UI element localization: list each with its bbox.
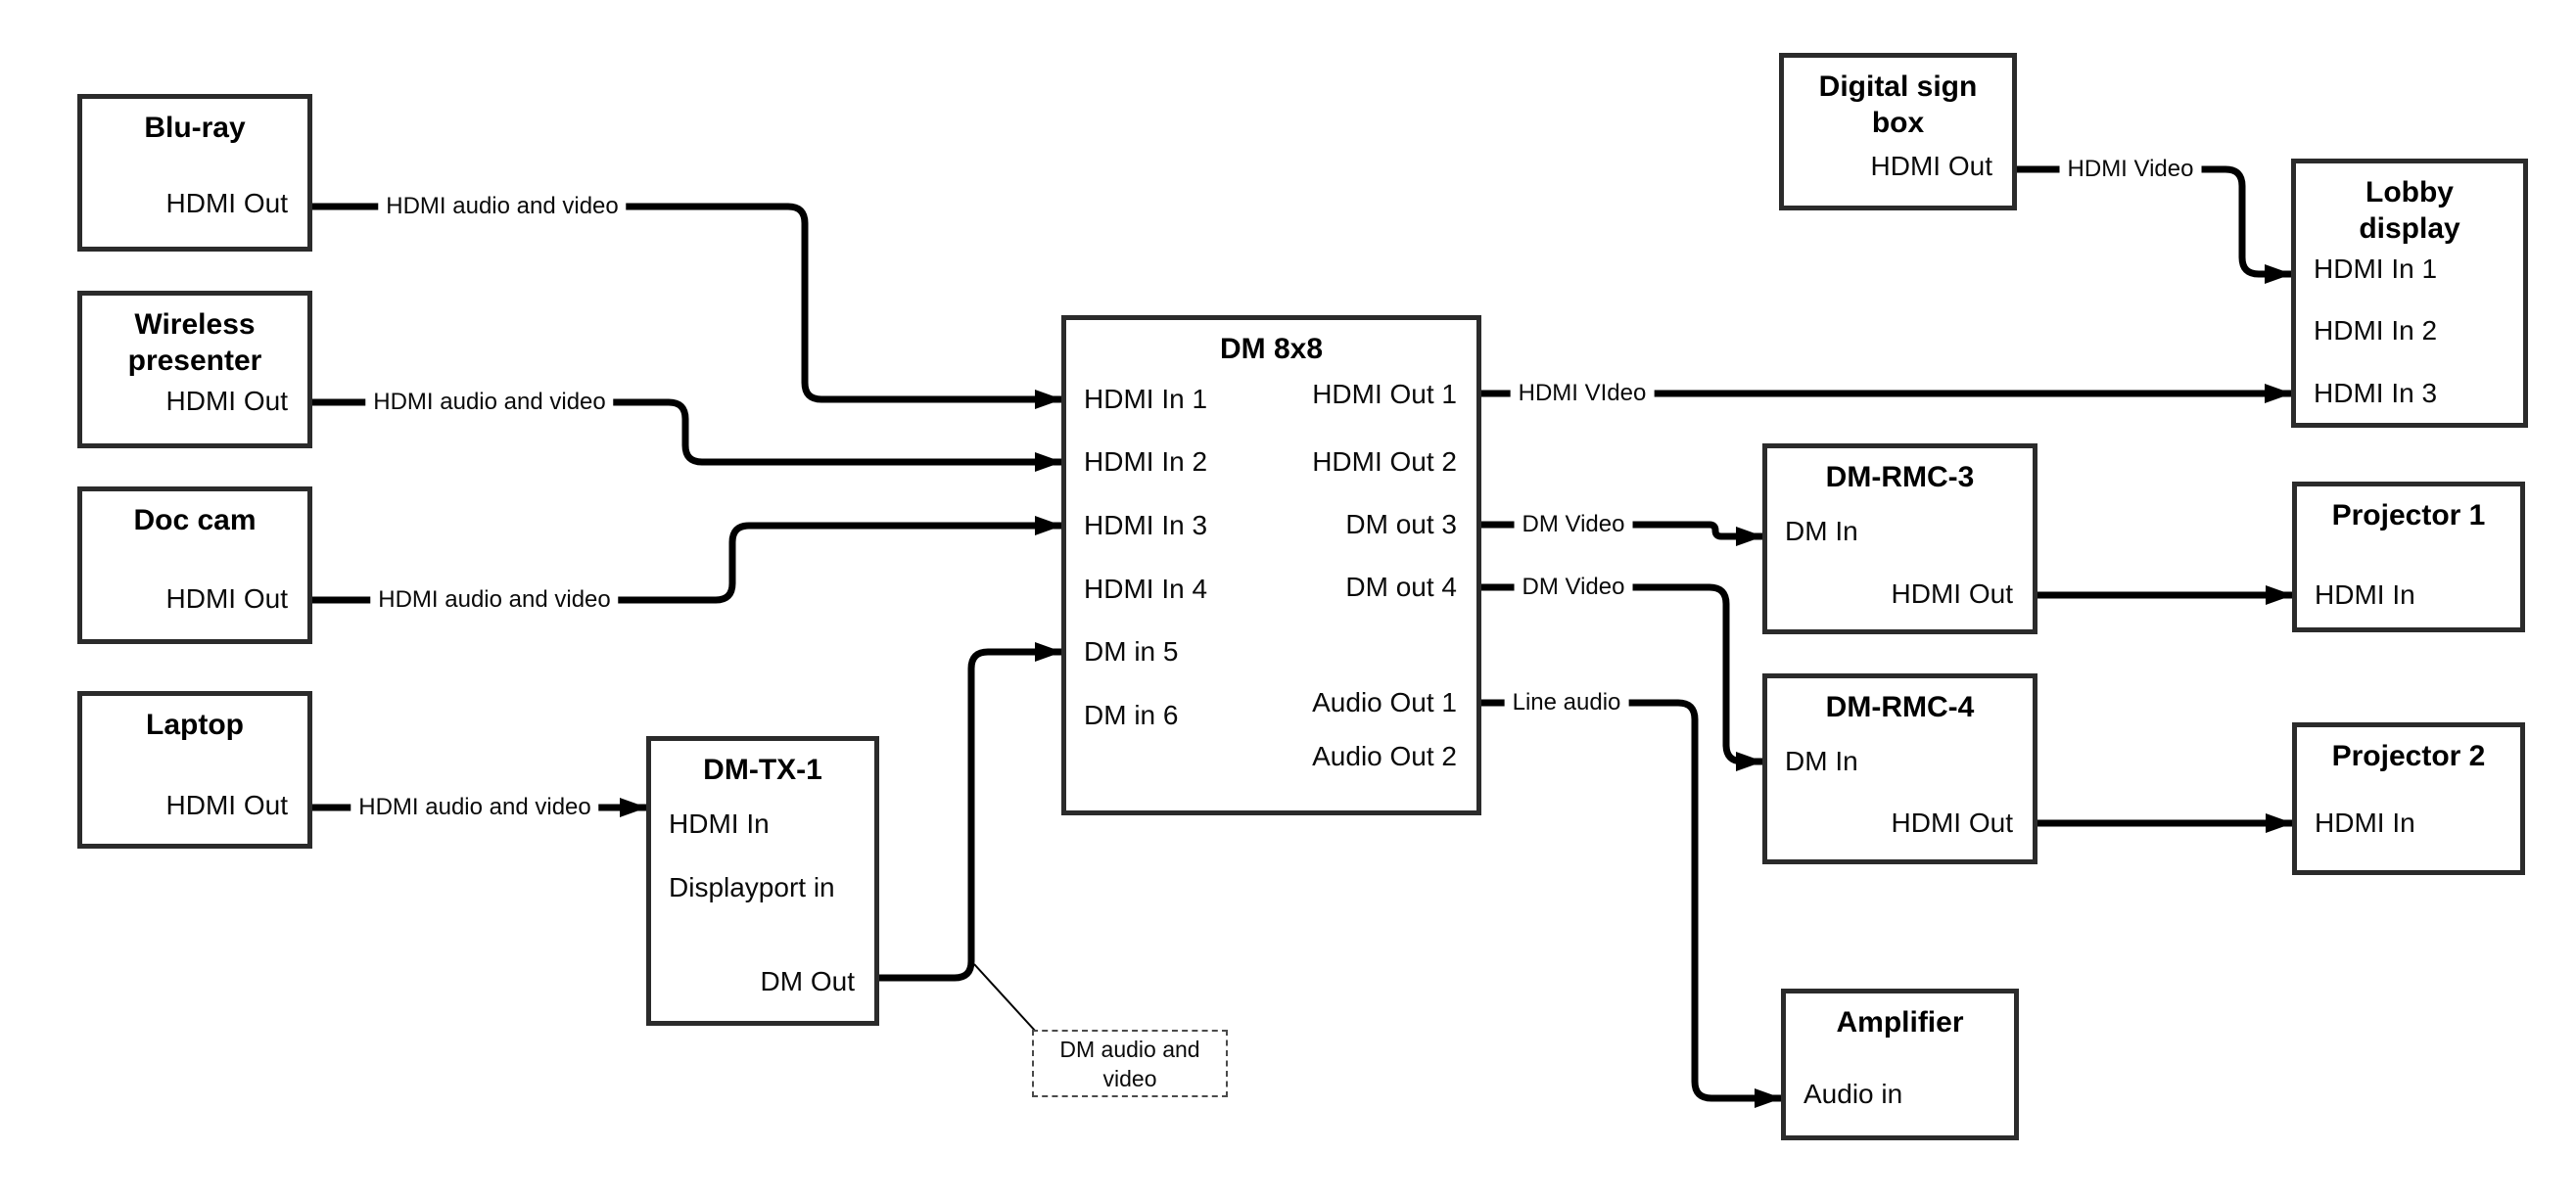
edge-label-bluray-to-dm8x8-hdmi-in-1: HDMI audio and video <box>378 193 627 220</box>
edge-digsign-to-lobby-hdmi-in-1 <box>2017 165 2292 284</box>
edge-label-wireless-to-dm8x8-hdmi-in-2: HDMI audio and video <box>365 389 614 416</box>
port-dm-tx-1-displayport-in: Displayport in <box>669 872 835 902</box>
port-dm-8x8-hdmi-in-1: HDMI In 1 <box>1084 384 1208 414</box>
edge-label-laptop-to-dmtx1-hdmi-in: HDMI audio and video <box>351 794 599 821</box>
port-lobby-display-hdmi-in-3: HDMI In 3 <box>2314 378 2438 408</box>
edge-label-dm8x8-out3-to-rmc3-dm-in: DM Video <box>1514 511 1633 538</box>
port-dm-8x8-dm-out-4: DM out 4 <box>1345 572 1457 602</box>
port-dm-8x8-audio-out-1: Audio Out 1 <box>1312 687 1457 717</box>
node-title-dm-rmc-3: DM-RMC-3 <box>1825 461 1975 493</box>
port-lobby-display-hdmi-in-1: HDMI In 1 <box>2314 254 2438 284</box>
edge-label-dm8x8-out1-to-lobby-hdmi-in-3: HDMI VIdeo <box>1510 380 1655 407</box>
edge-label-dm8x8-audio1-to-amplifier: Line audio <box>1504 689 1629 716</box>
port-dm-8x8-dm-out-3: DM out 3 <box>1345 509 1457 539</box>
node-title-amplifier: Amplifier <box>1836 1006 1964 1039</box>
port-projector-2-hdmi-in: HDMI In <box>2315 808 2415 838</box>
edge-doccam-to-dm8x8-hdmi-in-3 <box>312 516 1062 604</box>
edge-dm8x8-out3-to-rmc3-dm-in <box>1481 521 1763 546</box>
port-wireless-presenter-hdmi-out: HDMI Out <box>165 386 288 416</box>
edge-dm8x8-out4-to-rmc4-dm-in <box>1481 583 1763 771</box>
port-dm-8x8-dm-in-5: DM in 5 <box>1084 636 1179 667</box>
node-title-dm-tx-1: DM-TX-1 <box>703 754 822 786</box>
port-doc-cam-hdmi-out: HDMI Out <box>165 583 288 614</box>
port-dm-8x8-dm-in-6: DM in 6 <box>1084 700 1179 730</box>
port-dm-tx-1-hdmi-in: HDMI In <box>669 808 770 839</box>
edge-wireless-to-dm8x8-hdmi-in-2 <box>312 398 1062 472</box>
port-dm-rmc-4-dm-in: DM In <box>1785 746 1858 776</box>
node-title-bluray: Blu-ray <box>144 112 246 144</box>
port-laptop-hdmi-out: HDMI Out <box>165 790 288 820</box>
node-title-projector-2: Projector 2 <box>2331 740 2486 772</box>
node-dm-rmc-3: DM-RMC-3 DM In HDMI Out <box>1762 443 2037 634</box>
port-dm-8x8-hdmi-out-1: HDMI Out 1 <box>1312 379 1457 409</box>
node-title-projector-1: Projector 1 <box>2331 499 2486 531</box>
edge-dmtx1-to-dm8x8-dm-in-5 <box>879 642 1062 982</box>
port-projector-1-hdmi-in: HDMI In <box>2315 579 2415 610</box>
node-title-digital-sign-box: Digital sign box <box>1818 70 1978 139</box>
node-dm-rmc-4: DM-RMC-4 DM In HDMI Out <box>1762 673 2037 864</box>
port-amplifier-audio-in: Audio in <box>1803 1079 1903 1109</box>
port-dm-rmc-3-dm-in: DM In <box>1785 516 1858 546</box>
node-title-doc-cam: Doc cam <box>133 504 257 536</box>
port-dm-8x8-hdmi-in-3: HDMI In 3 <box>1084 510 1208 540</box>
node-title-dm-8x8: DM 8x8 <box>1219 333 1324 365</box>
edge-label-dm8x8-out4-to-rmc4-dm-in: DM Video <box>1514 574 1633 601</box>
node-title-laptop: Laptop <box>146 709 244 741</box>
port-dm-rmc-3-hdmi-out: HDMI Out <box>1891 578 2013 609</box>
edge-label-doccam-to-dm8x8-hdmi-in-3: HDMI audio and video <box>370 586 619 614</box>
port-dm-8x8-audio-out-2: Audio Out 2 <box>1312 741 1457 771</box>
note-leader-line <box>973 963 1037 1033</box>
port-lobby-display-hdmi-in-2: HDMI In 2 <box>2314 315 2438 346</box>
edge-label-digsign-to-lobby-hdmi-in-1: HDMI Video <box>2059 156 2202 183</box>
port-bluray-hdmi-out: HDMI Out <box>165 188 288 218</box>
port-dm-rmc-4-hdmi-out: HDMI Out <box>1891 808 2013 838</box>
node-title-wireless-presenter: Wireless presenter <box>127 308 262 377</box>
annotation-note: DM audio and video <box>1032 1030 1228 1097</box>
port-dm-8x8-hdmi-out-2: HDMI Out 2 <box>1312 446 1457 477</box>
node-projector-1: Projector 1 HDMI In <box>2292 482 2525 632</box>
edge-dm8x8-audio1-to-amplifier <box>1481 699 1782 1108</box>
node-projector-2: Projector 2 HDMI In <box>2292 722 2525 875</box>
port-dm-8x8-hdmi-in-2: HDMI In 2 <box>1084 446 1208 477</box>
port-dm-8x8-hdmi-in-4: HDMI In 4 <box>1084 574 1208 604</box>
port-digital-sign-box-hdmi-out: HDMI Out <box>1870 151 1992 181</box>
port-dm-tx-1-dm-out: DM Out <box>760 966 855 996</box>
node-title-dm-rmc-4: DM-RMC-4 <box>1825 691 1975 723</box>
node-title-lobby-display: Lobby display <box>2359 176 2460 245</box>
edge-bluray-to-dm8x8-hdmi-in-1 <box>312 203 1062 409</box>
